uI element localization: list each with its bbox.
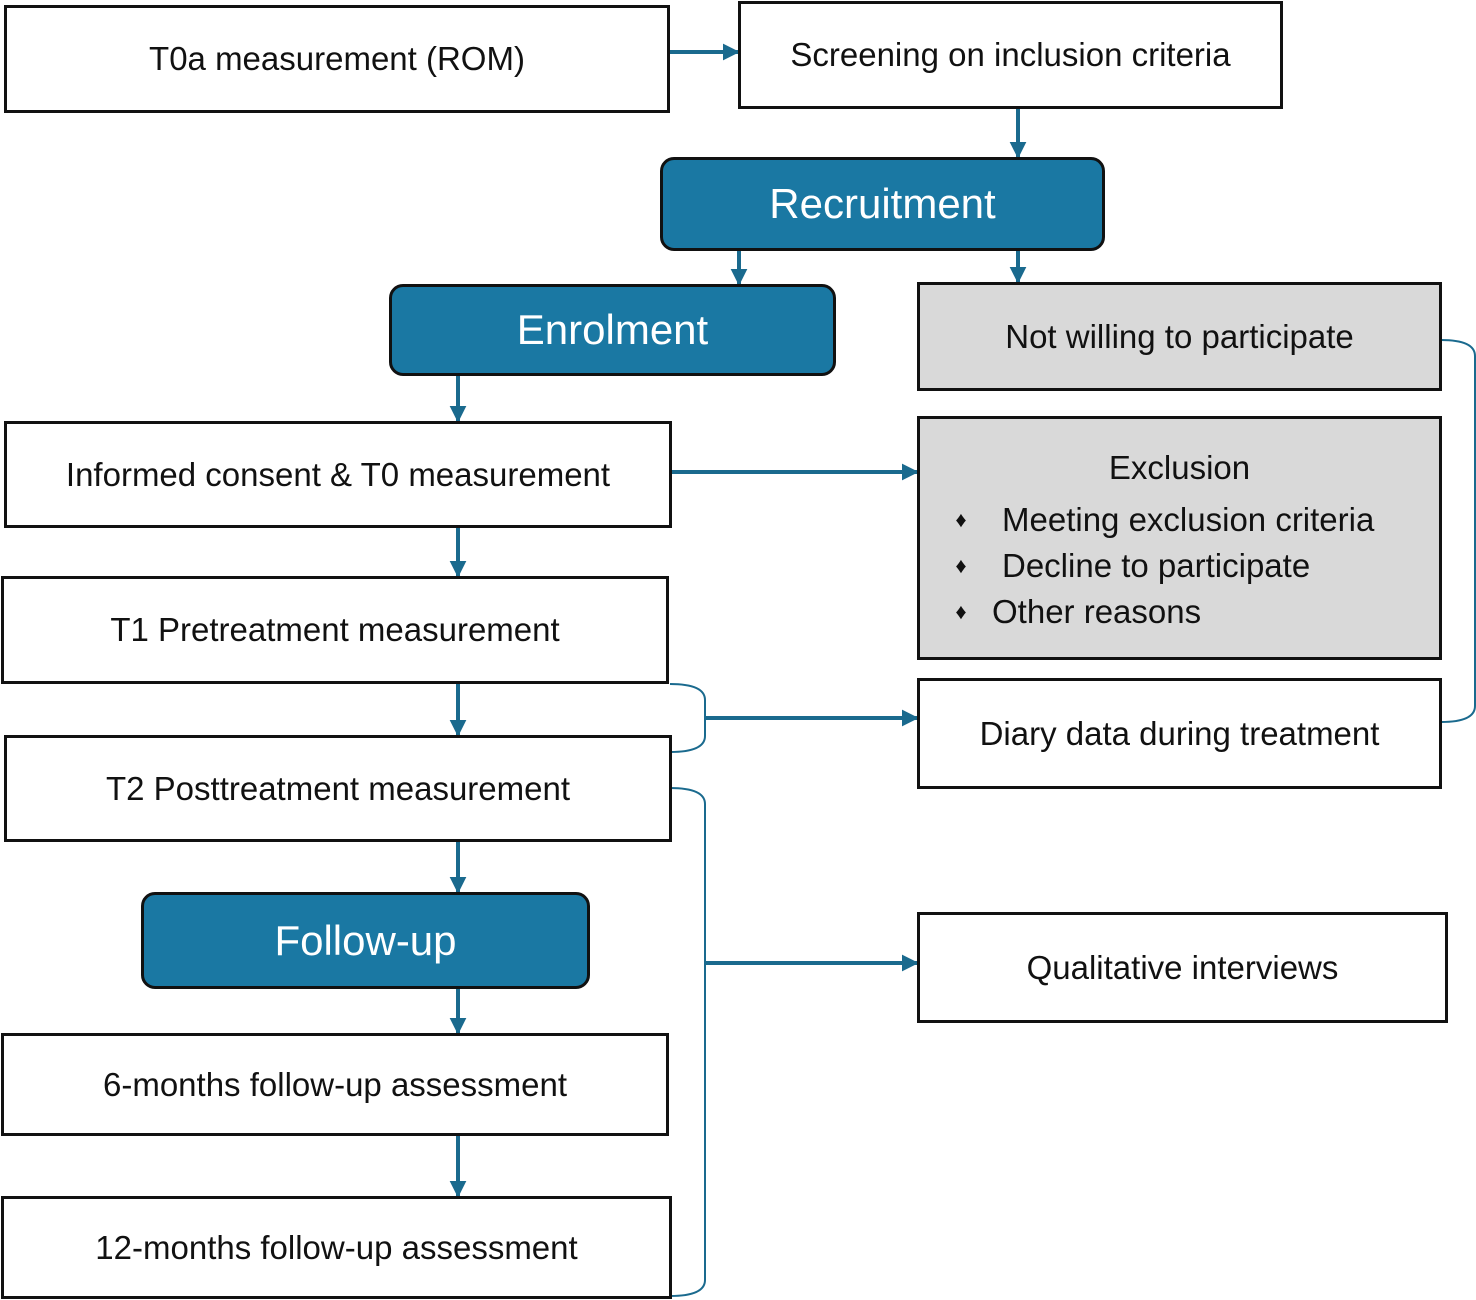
exclusion-title: Exclusion [1108,449,1251,486]
qualitative-interviews-label: Qualitative interviews [1026,948,1339,986]
screening-box: Screening on inclusion criteria [738,1,1283,109]
t0a-measurement-label: T0a measurement (ROM) [149,40,525,77]
exclusion-item-label: Other reasons [992,593,1202,630]
twelve-months-box: 12-months follow-up assessment [1,1196,672,1299]
informed-consent-label: Informed consent & T0 measurement [65,455,611,493]
not-willing-box: Not willing to participate [917,282,1442,391]
exclusion-box: Exclusion ♦ Meeting exclusion criteria ♦… [917,416,1442,660]
t1-pretreatment-label: T1 Pretreatment measurement [110,611,560,648]
t2-posttreatment-label: T2 Posttreatment measurement [105,769,571,807]
t2-posttreatment-box: T2 Posttreatment measurement [4,735,672,842]
enrolment-phase: Enrolment [389,284,836,376]
diary-box: Diary data during treatment [917,678,1442,789]
screening-label: Screening on inclusion criteria [790,36,1231,73]
six-months-box: 6-months follow-up assessment [1,1033,669,1136]
exclusion-item: ♦ Meeting exclusion criteria [920,497,1439,543]
bracket-t2-to-twelve-months [669,787,706,1297]
exclusion-item-label: Decline to participate [1002,547,1311,584]
follow-up-label: Follow-up [274,916,457,964]
informed-consent-box: Informed consent & T0 measurement [4,421,672,528]
qualitative-interviews-box: Qualitative interviews [917,912,1448,1023]
bracket-t1-t2 [669,683,706,753]
recruitment-label: Recruitment [769,180,996,227]
t0a-measurement-box: T0a measurement (ROM) [4,5,670,113]
diary-label: Diary data during treatment [979,714,1380,752]
diamond-bullet-icon: ♦ [955,553,967,578]
exclusion-item: ♦ Decline to participate [920,543,1439,589]
follow-up-phase: Follow-up [141,892,590,989]
exclusion-item: ♦ Other reasons [920,589,1439,635]
diamond-bullet-icon: ♦ [955,599,967,624]
bracket-side-outcomes [1440,339,1476,723]
six-months-label: 6-months follow-up assessment [102,1065,568,1103]
not-willing-label: Not willing to participate [1005,317,1354,355]
t1-pretreatment-box: T1 Pretreatment measurement [1,576,669,684]
twelve-months-label: 12-months follow-up assessment [95,1228,578,1266]
recruitment-phase: Recruitment [660,157,1105,251]
exclusion-item-label: Meeting exclusion criteria [1002,501,1375,538]
enrolment-label: Enrolment [516,306,709,353]
diamond-bullet-icon: ♦ [955,507,967,532]
